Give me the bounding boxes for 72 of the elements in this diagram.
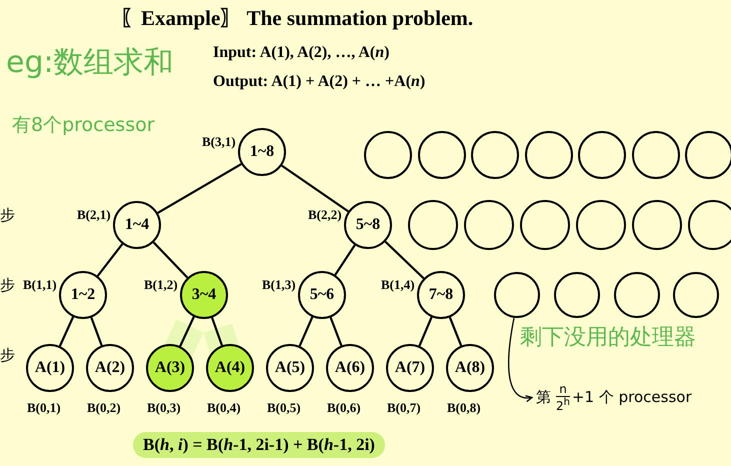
processor-circle <box>364 131 412 179</box>
tree-node-circle: A(1) <box>26 344 74 392</box>
tree-edge <box>418 316 433 346</box>
node-label: B(0,8) <box>447 400 481 416</box>
tree-edge <box>96 243 124 277</box>
step-mark: 步 <box>0 276 15 295</box>
node-label: B(0,6) <box>327 400 361 416</box>
processor-circle <box>632 131 680 179</box>
tree-edge <box>334 244 356 276</box>
node-label: B(1,4) <box>381 277 415 293</box>
tree-node-circle: A(7) <box>386 344 434 392</box>
processor-circle <box>632 200 682 250</box>
tree-node-circle: A(6) <box>326 344 374 392</box>
tree-edge <box>330 317 342 346</box>
tree-edge <box>157 163 242 214</box>
tree-node-circle: A(2) <box>86 344 134 392</box>
processor-circle <box>614 272 660 318</box>
formula-pill: B(h, i) = B(h-1, 2i-1) + B(h-1, 2i) <box>133 432 385 458</box>
tree-node-circle: 1~4 <box>113 201 161 249</box>
tree-node-circle: A(8) <box>446 344 494 392</box>
step-mark: 步 <box>0 346 15 365</box>
node-label: B(0,4) <box>207 400 241 416</box>
curved-arrow <box>508 318 533 402</box>
node-label: B(0,7) <box>387 400 421 416</box>
handwritten-note: 剩下没用的处理器 <box>520 324 696 352</box>
processor-circle <box>688 200 731 250</box>
tree-edge <box>90 317 103 346</box>
node-label: B(3,1) <box>202 134 236 150</box>
node-label: B(1,3) <box>262 277 296 293</box>
node-label: B(2,1) <box>77 207 111 223</box>
tree-edge <box>281 164 349 212</box>
tree-node-circle: A(5) <box>266 344 314 392</box>
input-line: Input: A(1), A(2), …, A(n) <box>213 44 390 62</box>
tree-edge <box>179 316 195 347</box>
processor-circle <box>673 272 719 318</box>
handwritten-note: 有8个processor <box>12 113 155 138</box>
tree-edge <box>152 242 188 278</box>
node-label: B(0,5) <box>267 400 301 416</box>
node-label: B(0,3) <box>147 400 181 416</box>
processor-circle <box>578 131 626 179</box>
processor-circle <box>554 272 600 318</box>
processor-circle <box>464 200 514 250</box>
tree-edge <box>211 317 223 346</box>
tree-node-circle: 5~8 <box>344 201 392 249</box>
processor-circle <box>494 272 540 318</box>
processor-circle <box>520 200 570 250</box>
tree-node-circle: 5~6 <box>298 271 346 319</box>
processor-circle <box>408 200 458 250</box>
handwritten-note: eg:数组求和 <box>6 44 174 82</box>
processor-circle <box>576 200 626 250</box>
node-label: B(2,2) <box>308 207 342 223</box>
tree-edge <box>384 240 424 280</box>
node-label: B(1,2) <box>144 277 178 293</box>
title: 〖Example〗 The summation problem. <box>120 5 474 32</box>
processor-circle <box>418 131 466 179</box>
tree-node-circle: A(4) <box>206 344 254 392</box>
step-mark: 步 <box>0 206 15 225</box>
node-label: B(1,1) <box>23 277 57 293</box>
tree-node-circle: 1~2 <box>59 271 107 319</box>
tree-node-circle: 3~4 <box>180 271 228 319</box>
output-line: Output: A(1) + A(2) + … +A(n) <box>213 73 426 91</box>
tree-node-circle: 1~8 <box>238 128 286 176</box>
tree-edge <box>298 316 314 346</box>
processor-circle <box>471 131 519 179</box>
tree-edge <box>58 316 74 347</box>
processor-circle <box>524 131 572 179</box>
processor-circle <box>685 131 731 179</box>
tree-node-circle: 7~8 <box>417 271 465 319</box>
tree-node-circle: A(3) <box>146 344 194 392</box>
node-label: B(0,2) <box>87 400 121 416</box>
node-label: B(0,1) <box>27 400 61 416</box>
tree-edge <box>448 316 462 346</box>
